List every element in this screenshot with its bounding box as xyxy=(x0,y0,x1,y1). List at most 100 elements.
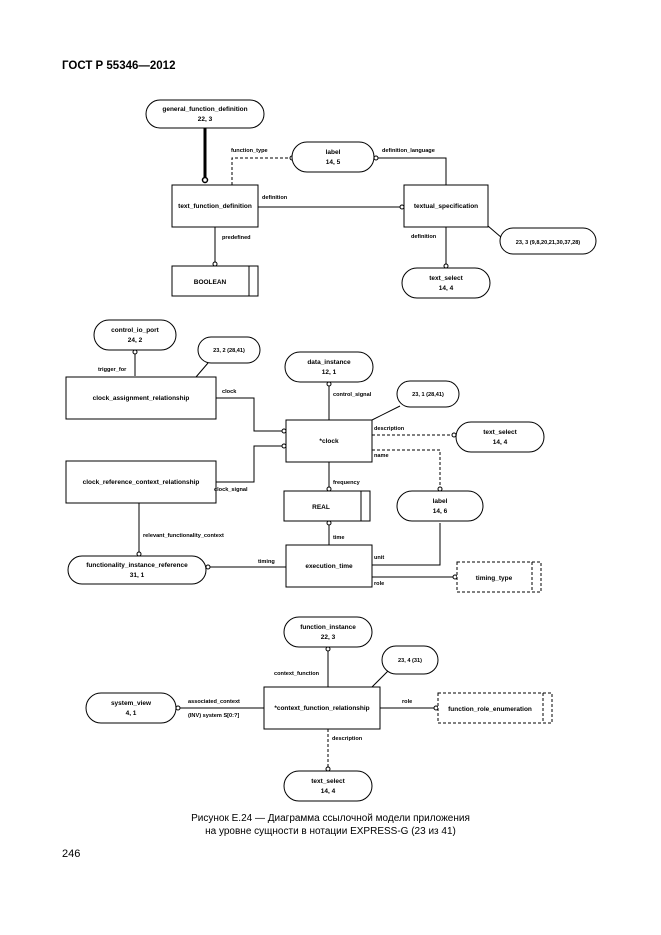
text-select-node-3-name: text_select xyxy=(311,778,345,785)
function-instance-node xyxy=(283,616,373,648)
caption-line-2: на уровне сущности в нотации EXPRESS-G (… xyxy=(205,826,456,837)
relevant-context-label: relevant_functionality_context xyxy=(143,533,224,539)
clock-node xyxy=(285,419,373,463)
control-signal-label: control_signal xyxy=(333,392,372,398)
definition-label-1: definition xyxy=(262,195,288,201)
definition-label-2: definition xyxy=(411,234,437,240)
textual-specification-name: textual_specification xyxy=(414,203,478,210)
function-role-enumeration-name: function_role_enumeration xyxy=(448,706,532,713)
timing-label: timing xyxy=(258,559,275,565)
general-function-definition-node xyxy=(145,99,265,129)
text-select-node-1 xyxy=(401,267,491,299)
data-instance-node xyxy=(284,351,374,383)
text-function-definition-node xyxy=(171,184,259,228)
diagram-2: control_io_port 24, 2 trigger_for 23, 2 … xyxy=(65,319,545,593)
trigger-for-circle xyxy=(132,349,138,355)
description-circle-3 xyxy=(325,766,331,772)
definition-language-edge xyxy=(378,157,447,185)
page-ref-node-2 xyxy=(197,336,261,364)
control-io-port-ref: 24, 2 xyxy=(128,337,143,344)
associated-context-circle xyxy=(175,705,181,711)
name-circle xyxy=(437,486,443,492)
definition-language-label: definition_language xyxy=(382,148,435,154)
control-io-port-name: control_io_port xyxy=(111,327,160,334)
function-type-label: function_type xyxy=(231,148,268,154)
associated-context-label: associated_context xyxy=(188,699,240,705)
timing-circle xyxy=(205,564,211,570)
supertype-circle xyxy=(201,176,209,184)
frequency-circle xyxy=(326,486,332,492)
data-instance-ref: 12, 1 xyxy=(322,369,337,376)
timing-type-name: timing_type xyxy=(476,575,513,582)
functionality-instance-reference-node xyxy=(67,555,207,585)
description-label-3: description xyxy=(332,736,363,742)
time-label: time xyxy=(333,535,345,541)
label-node-1-ref: 14, 5 xyxy=(326,159,341,166)
system-view-node xyxy=(85,692,177,724)
definition-circle-2 xyxy=(443,263,449,269)
boolean-name: BOOLEAN xyxy=(194,279,227,286)
system-view-ref: 4, 1 xyxy=(126,710,137,717)
label-node-2-name: label xyxy=(433,498,448,505)
page-ref-edge-4 xyxy=(371,670,389,688)
clock-circle xyxy=(281,428,287,434)
function-type-edge xyxy=(231,157,290,185)
function-instance-ref: 22, 3 xyxy=(321,634,336,641)
context-function-circle xyxy=(325,646,331,652)
control-signal-circle xyxy=(326,381,332,387)
role-label-2: role xyxy=(374,581,384,587)
caption-line-1: Рисунок Е.24 — Диаграмма ссылочной модел… xyxy=(191,813,470,824)
relevant-context-circle xyxy=(136,551,142,557)
text-function-definition-name: text_function_definition xyxy=(178,203,252,210)
function-role-enumeration-node xyxy=(437,692,553,724)
page-ref-edge-3 xyxy=(371,405,401,421)
time-circle xyxy=(326,520,332,526)
page-ref-edge-1 xyxy=(487,225,503,239)
execution-time-node xyxy=(285,544,373,588)
predefined-circle xyxy=(212,261,218,267)
frequency-label: frequency xyxy=(333,480,361,486)
clock-assignment-relationship-node xyxy=(65,376,217,420)
real-node xyxy=(283,490,371,522)
document-header: ГОСТ Р 55346—2012 xyxy=(62,60,176,72)
text-select-node-2 xyxy=(455,421,545,453)
page-ref-edge-2 xyxy=(195,362,209,378)
page-ref-node-1 xyxy=(499,227,597,255)
label-node-2-ref: 14, 6 xyxy=(433,508,448,515)
execution-time-name: execution_time xyxy=(305,563,353,570)
functionality-instance-reference-ref: 31, 1 xyxy=(130,572,145,579)
label-node-1-name: label xyxy=(326,149,341,156)
general-function-definition-ref: 22, 3 xyxy=(198,116,213,123)
clock-edge xyxy=(216,397,282,432)
text-select-node-3 xyxy=(283,770,373,802)
trigger-for-label: trigger_for xyxy=(98,367,127,373)
description-circle xyxy=(451,432,457,438)
page-ref-2: 23, 2 (28,41) xyxy=(213,348,245,354)
unit-label: unit xyxy=(374,555,384,561)
clock-signal-label: clock_signal xyxy=(214,487,248,493)
predefined-label: predefined xyxy=(222,235,251,241)
page-number: 246 xyxy=(62,848,81,860)
name-edge xyxy=(372,449,441,487)
functionality-instance-reference-name: functionality_instance_reference xyxy=(86,562,188,569)
text-select-node-3-ref: 14, 4 xyxy=(321,788,336,795)
page-ref-node-4 xyxy=(381,645,439,675)
label-node-2 xyxy=(396,490,484,522)
context-function-label: context_function xyxy=(274,671,320,677)
text-select-node-1-name: text_select xyxy=(429,275,463,282)
clock-node-name: *clock xyxy=(319,438,339,445)
data-instance-name: data_instance xyxy=(307,359,351,366)
diagram-3: function_instance 22, 3 context_function… xyxy=(85,616,553,802)
real-name: REAL xyxy=(312,504,330,511)
unit-edge xyxy=(372,523,441,566)
name-label: name xyxy=(374,453,389,459)
text-select-node-2-name: text_select xyxy=(483,429,517,436)
clock-assignment-relationship-name: clock_assignment_relationship xyxy=(93,395,190,402)
definition-language-circle xyxy=(373,155,379,161)
figure-caption: Рисунок Е.24 — Диаграмма ссылочной модел… xyxy=(0,812,661,838)
description-label: description xyxy=(374,426,405,432)
textual-specification-node xyxy=(403,184,489,228)
clock-signal-edge xyxy=(216,445,282,483)
clock-reference-context-relationship-name: clock_reference_context_relationship xyxy=(83,479,200,486)
